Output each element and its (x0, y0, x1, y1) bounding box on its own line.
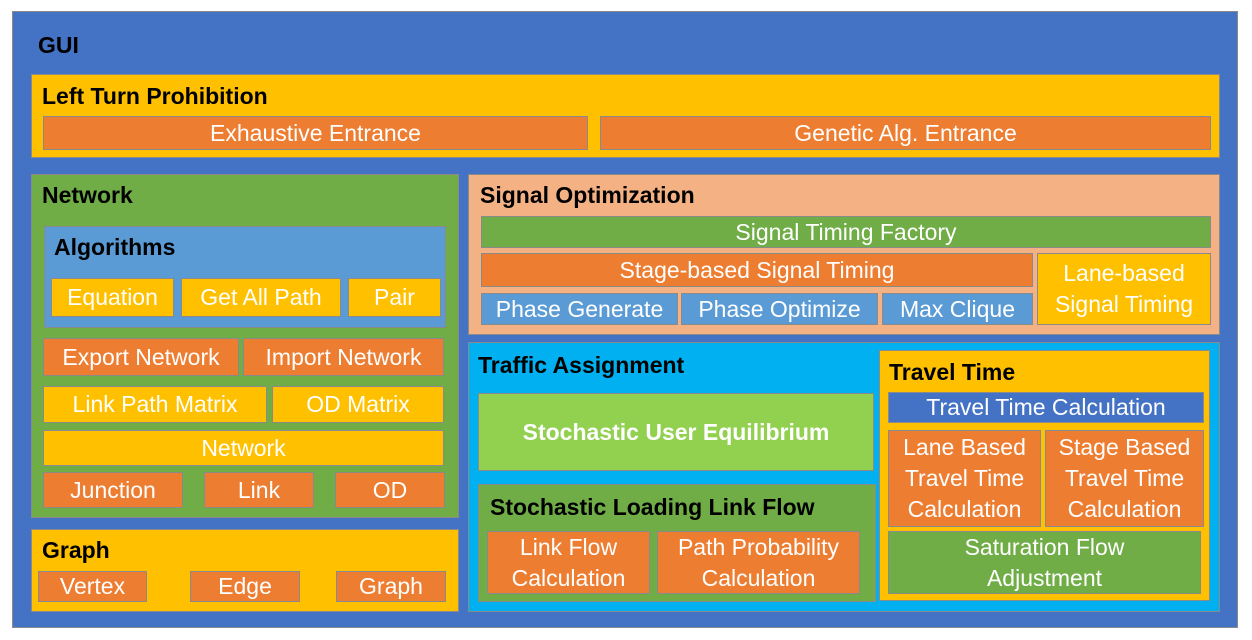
lane-based-label-1: Lane-based (1063, 260, 1185, 286)
saturation-label-2: Adjustment (986, 564, 1103, 591)
travel-time-calculation-button[interactable]: Travel Time Calculation (888, 392, 1204, 423)
lane-based-signal-timing-button[interactable]: Lane-based Signal Timing (1037, 253, 1211, 325)
lane-based-travel-time-button[interactable]: Lane Based Travel Time Calculation (888, 430, 1041, 527)
lane-based-tt-label-2: Travel Time (904, 465, 1025, 491)
stage-based-tt-label-2: Travel Time (1064, 465, 1185, 491)
sllf-title: Stochastic Loading Link Flow (490, 494, 815, 520)
od-matrix-button[interactable]: OD Matrix (272, 386, 444, 423)
network-title: Network (42, 182, 133, 208)
path-prob-label-2: Calculation (701, 564, 816, 591)
travel-time-title: Travel Time (889, 359, 1016, 385)
link-flow-label-1: Link Flow (519, 533, 618, 560)
genetic-entrance-button[interactable]: Genetic Alg. Entrance (600, 116, 1211, 150)
saturation-label-1: Saturation Flow (964, 533, 1125, 560)
signal-optimization-title: Signal Optimization (480, 182, 695, 208)
get-all-path-button[interactable]: Get All Path (181, 278, 341, 317)
stage-based-tt-label-1: Stage Based (1058, 434, 1191, 460)
vertex-button[interactable]: Vertex (38, 571, 147, 602)
stochastic-user-equilibrium-button[interactable]: Stochastic User Equilibrium (478, 393, 874, 471)
saturation-flow-adjustment-button[interactable]: Saturation Flow Adjustment (888, 531, 1201, 594)
path-prob-label-1: Path Probability (677, 533, 840, 560)
od-button[interactable]: OD (335, 472, 445, 508)
signal-timing-factory-button[interactable]: Signal Timing Factory (481, 216, 1211, 248)
lane-based-label-2: Signal Timing (1054, 291, 1194, 317)
stage-based-travel-time-button[interactable]: Stage Based Travel Time Calculation (1045, 430, 1204, 527)
edge-button[interactable]: Edge (190, 571, 300, 602)
export-network-button[interactable]: Export Network (43, 338, 239, 376)
link-button[interactable]: Link (204, 472, 314, 508)
left-turn-title: Left Turn Prohibition (42, 83, 268, 109)
lane-based-tt-label-1: Lane Based (903, 434, 1026, 460)
gui-title: GUI (38, 32, 79, 58)
link-flow-calculation-button[interactable]: Link Flow Calculation (487, 531, 650, 594)
lane-based-tt-label-3: Calculation (907, 496, 1022, 522)
phase-optimize-button[interactable]: Phase Optimize (681, 293, 878, 325)
link-flow-label-2: Calculation (511, 564, 626, 591)
equation-button[interactable]: Equation (51, 278, 174, 317)
phase-generate-button[interactable]: Phase Generate (481, 293, 678, 325)
pair-button[interactable]: Pair (348, 278, 441, 317)
link-path-matrix-button[interactable]: Link Path Matrix (43, 386, 267, 423)
junction-button[interactable]: Junction (43, 472, 183, 508)
stage-based-signal-timing-button[interactable]: Stage-based Signal Timing (481, 253, 1033, 287)
graph-title: Graph (42, 537, 110, 563)
import-network-button[interactable]: Import Network (243, 338, 444, 376)
exhaustive-entrance-button[interactable]: Exhaustive Entrance (43, 116, 588, 150)
max-clique-button[interactable]: Max Clique (882, 293, 1033, 325)
traffic-assignment-title: Traffic Assignment (478, 352, 685, 378)
path-probability-calculation-button[interactable]: Path Probability Calculation (657, 531, 860, 594)
stage-based-tt-label-3: Calculation (1067, 496, 1182, 522)
algorithms-title: Algorithms (54, 234, 176, 260)
network-bar[interactable]: Network (43, 430, 444, 466)
graph-button[interactable]: Graph (336, 571, 446, 602)
